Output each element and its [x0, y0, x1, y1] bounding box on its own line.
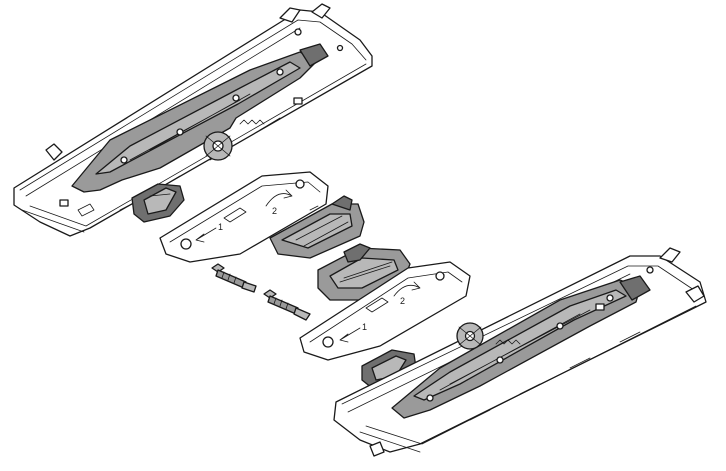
right-step-1-label: 1: [362, 322, 367, 332]
gear-right: [456, 322, 484, 350]
runner-right: [333, 247, 707, 457]
locking-plate-right: 1 2: [299, 261, 471, 361]
gear-left: [203, 131, 233, 161]
clip-left: [131, 183, 185, 223]
locking-plate-left: 1 2: [159, 171, 329, 263]
latch-left: [269, 195, 365, 259]
right-step-2-label: 2: [400, 296, 405, 306]
screw-2: [263, 289, 311, 321]
screw-1: [211, 263, 257, 293]
left-step-2-label: 2: [272, 206, 277, 216]
left-step-1-label: 1: [218, 222, 223, 232]
runner-left: [13, 3, 373, 237]
